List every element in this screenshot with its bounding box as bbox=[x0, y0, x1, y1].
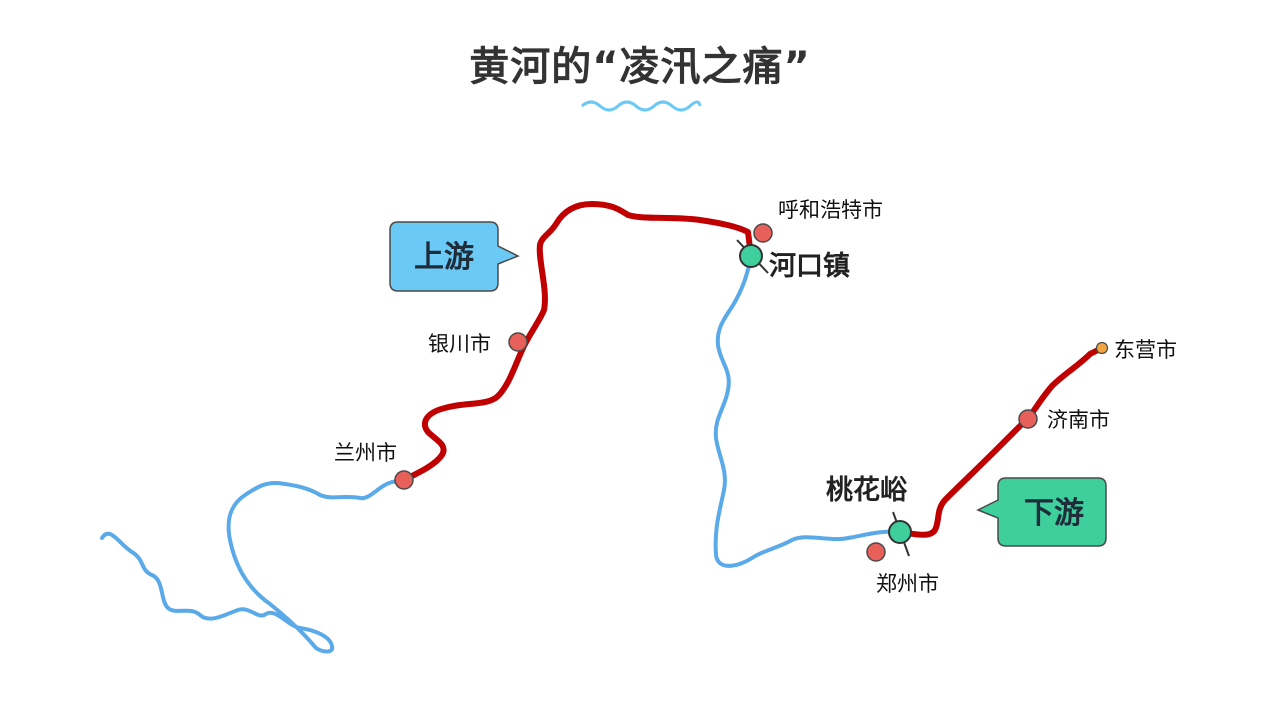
key-point-hekou-dot bbox=[739, 244, 763, 268]
city-dot-dongying bbox=[1095, 341, 1109, 355]
river-middle-reach-line bbox=[713, 254, 902, 568]
key-point-taohuayu-label: 桃花峪 bbox=[826, 475, 908, 506]
city-label-dongying: 东营市 bbox=[1114, 338, 1177, 362]
city-marker-huhehaote: 呼和浩特市 bbox=[753, 198, 883, 243]
city-label-yinchuan: 银川市 bbox=[428, 332, 491, 356]
ice-flood-section-lower bbox=[897, 345, 1105, 538]
city-marker-lanzhou: 兰州市 bbox=[334, 441, 414, 490]
river-upper-source-line bbox=[100, 478, 406, 654]
city-dot-huhehaote bbox=[753, 223, 773, 243]
city-label-zhengzhou: 郑州市 bbox=[876, 572, 939, 596]
city-marker-yinchuan: 银川市 bbox=[428, 332, 528, 356]
key-point-hekou: 河口镇 bbox=[736, 239, 850, 282]
city-marker-jinan: 济南市 bbox=[1018, 408, 1110, 432]
city-dot-lanzhou bbox=[394, 470, 414, 490]
city-marker-zhengzhou: 郑州市 bbox=[866, 542, 939, 596]
city-dot-jinan bbox=[1018, 409, 1038, 429]
city-label-jinan: 济南市 bbox=[1047, 408, 1110, 432]
city-marker-dongying: 东营市 bbox=[1095, 338, 1177, 362]
city-dot-zhengzhou bbox=[866, 542, 886, 562]
upstream-tag-bubble bbox=[389, 221, 520, 292]
key-point-taohuayu-dot bbox=[888, 520, 912, 544]
page-title: 黄河的“凌汛之痛” bbox=[469, 44, 811, 90]
city-dot-yinchuan bbox=[508, 332, 528, 352]
downstream-tag-bubble bbox=[976, 477, 1107, 547]
upstream-tag-label: 上游 bbox=[414, 240, 474, 275]
upstream-tag: 上游 bbox=[389, 221, 520, 292]
title-wave-decoration bbox=[581, 100, 702, 112]
city-label-huhehaote: 呼和浩特市 bbox=[778, 198, 883, 222]
downstream-tag: 下游 bbox=[976, 477, 1107, 547]
key-point-taohuayu: 桃花峪 bbox=[826, 475, 912, 557]
city-label-lanzhou: 兰州市 bbox=[334, 441, 397, 465]
key-point-hekou-label: 河口镇 bbox=[769, 251, 850, 282]
ice-flood-section-upper bbox=[401, 201, 754, 483]
downstream-tag-label: 下游 bbox=[1024, 496, 1084, 531]
